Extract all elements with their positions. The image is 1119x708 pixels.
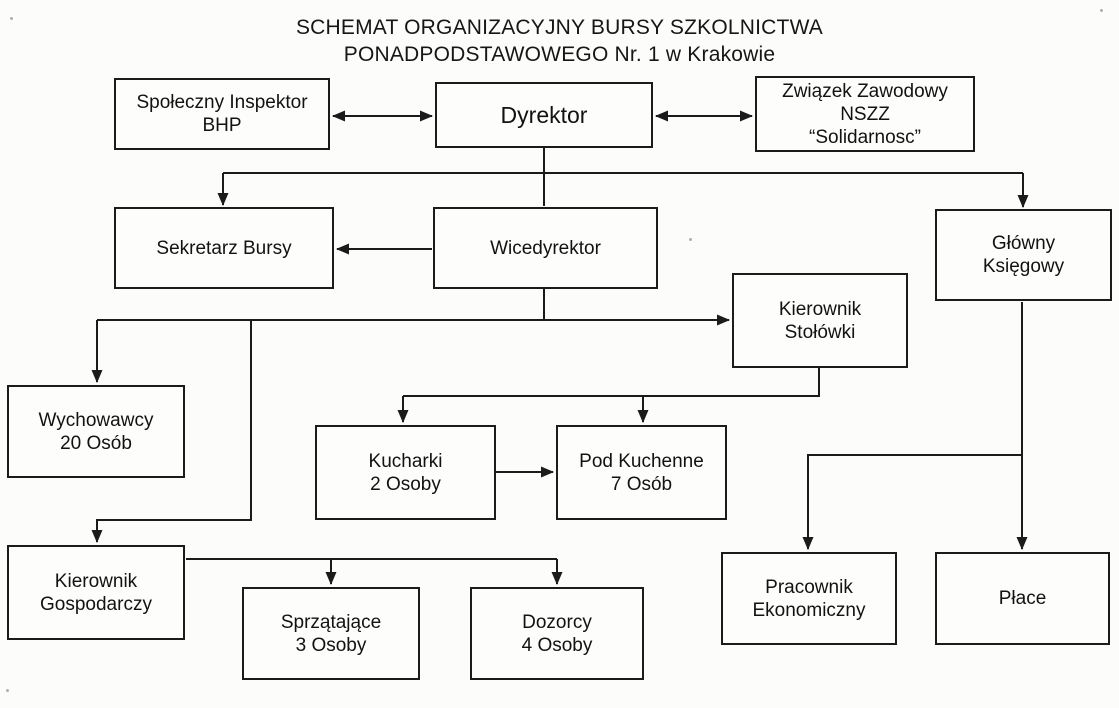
node-label: Społeczny Inspektor BHP — [136, 92, 308, 136]
node-wicedyrektor: Wicedyrektor — [433, 207, 658, 289]
node-kucharki: Kucharki 2 Osoby — [315, 425, 496, 520]
node-zwiazek-zawodowy: Związek Zawodowy NSZZ “Solidarnosc” — [755, 76, 975, 152]
node-place: Płace — [935, 552, 1110, 645]
node-label: Kierownik Gospodarczy — [40, 570, 152, 615]
node-label: Główny Księgowy — [982, 233, 1065, 277]
node-spoleczny-inspektor-bhp: Społeczny Inspektor BHP — [114, 78, 330, 150]
node-label: Kierownik Stołówki — [778, 298, 862, 343]
node-label: Kucharki 2 Osoby — [368, 450, 443, 495]
node-pracownik-ekonomiczny: Pracownik Ekonomiczny — [721, 552, 897, 645]
node-sprzatajace: Sprzątające 3 Osoby — [242, 587, 420, 680]
node-label: Wychowawcy 20 Osób — [38, 409, 154, 454]
node-label: Sekretarz Bursy — [156, 237, 292, 259]
node-pod-kuchenne: Pod Kuchenne 7 Osób — [556, 425, 727, 520]
node-label: Pracownik Ekonomiczny — [752, 576, 866, 621]
node-label: Pod Kuchenne 7 Osób — [579, 450, 704, 495]
title-line-1: SCHEMAT ORGANIZACYJNY BURSY SZKOLNICTWA — [295, 16, 824, 39]
node-label: Sprzątające 3 Osoby — [280, 611, 382, 656]
title-line-2: PONADPODSTAWOWEGO Nr. 1 w Krakowie — [343, 43, 776, 66]
node-label: Dyrektor — [500, 102, 588, 128]
node-dozorcy: Dozorcy 4 Osoby — [470, 587, 644, 680]
node-dyrektor: Dyrektor — [435, 82, 653, 148]
connector-to-pracownik-ekonomiczny — [802, 454, 1022, 550]
node-sekretarz-bursy: Sekretarz Bursy — [114, 207, 334, 289]
scan-speckle — [689, 238, 692, 241]
node-glowny-ksiegowy: Główny Księgowy — [935, 209, 1112, 301]
node-label: Płace — [998, 588, 1047, 609]
connector-to-kierownik-gospodarczy — [91, 320, 252, 543]
node-kierownik-stolowki: Kierownik Stołówki — [732, 273, 908, 368]
scan-speckle — [6, 689, 9, 692]
node-kierownik-gospodarczy: Kierownik Gospodarczy — [7, 545, 185, 640]
scan-speckle — [10, 17, 13, 20]
node-label: Wicedyrektor — [490, 237, 601, 259]
node-wychowawcy: Wychowawcy 20 Osób — [7, 385, 185, 478]
scan-speckle — [1100, 9, 1103, 12]
connector-stolowki-stem — [403, 368, 820, 397]
page-title: SCHEMAT ORGANIZACYJNY BURSY SZKOLNICTWA … — [0, 14, 1119, 68]
node-label: Związek Zawodowy NSZZ “Solidarnosc” — [782, 80, 948, 148]
node-label: Dozorcy 4 Osoby — [521, 611, 593, 656]
